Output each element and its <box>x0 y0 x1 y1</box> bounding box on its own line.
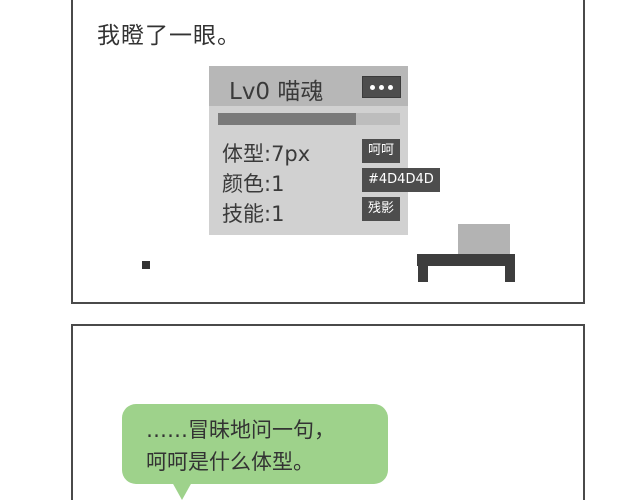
stat-size-label: 体型:7px <box>222 142 311 166</box>
status-card-title: Lv0 喵魂 <box>229 79 324 105</box>
progress-bar-track <box>218 113 400 125</box>
furniture-leg-right <box>505 264 515 282</box>
speech-line-1: ……冒昧地问一句， <box>146 418 335 442</box>
status-card-header: Lv0 喵魂 <box>209 66 408 106</box>
progress-bar-fill <box>218 113 357 125</box>
stat-size-tag: 呵呵 <box>362 139 401 163</box>
speech-bubble <box>122 404 388 484</box>
tiny-cat-pixel <box>142 261 150 269</box>
narration-text: 我瞪了一眼。 <box>97 23 241 49</box>
speech-bubble-tail <box>172 482 192 500</box>
furniture-box <box>458 224 510 256</box>
stat-skill-label: 技能:1 <box>222 202 285 226</box>
stat-color-tag: #4D4D4D <box>362 168 440 192</box>
stat-color-label: 颜色:1 <box>222 172 285 196</box>
status-card: Lv0 喵魂 体型:7px 颜色:1 技能:1 <box>209 66 408 235</box>
furniture-tabletop <box>417 254 515 266</box>
menu-dot <box>379 84 384 90</box>
furniture-leg-left <box>418 264 428 282</box>
stat-skill-tag: 残影 <box>362 197 401 221</box>
menu-dot <box>370 84 375 90</box>
speech-line-2: 呵呵是什么体型。 <box>146 450 314 474</box>
menu-dot <box>388 84 393 90</box>
more-dots-icon[interactable] <box>362 76 401 98</box>
